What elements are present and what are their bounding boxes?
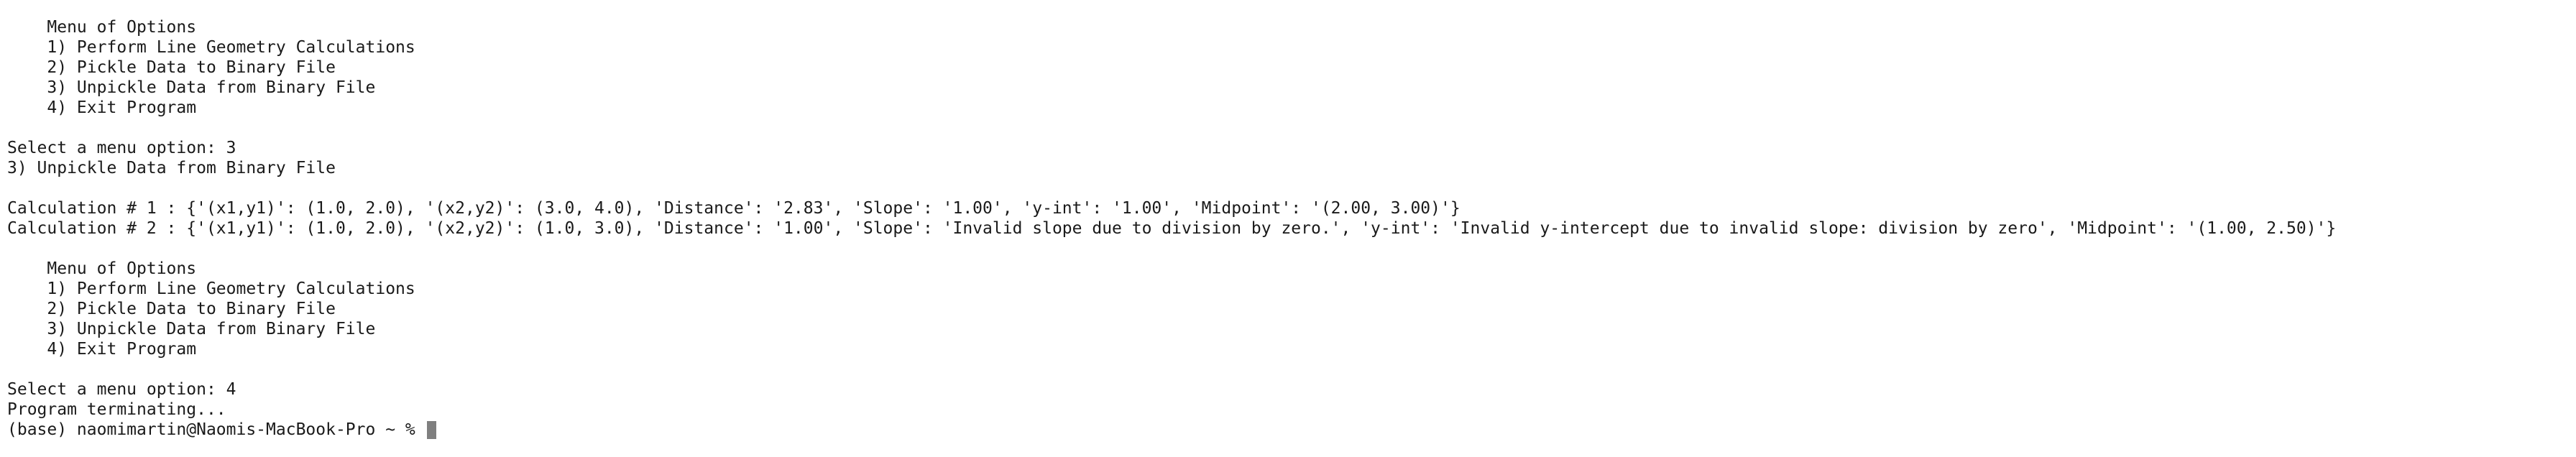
shell-prompt-line[interactable]: (base) naomimartin@Naomis-MacBook-Pro ~ …	[7, 420, 2576, 440]
blank-line	[7, 118, 2576, 138]
menu-title: Menu of Options	[7, 18, 197, 37]
calculation-output-1: Calculation # 1 : {'(x1,y1)': (1.0, 2.0)…	[7, 199, 1460, 218]
calculation-output-2: Calculation # 2 : {'(x1,y1)': (1.0, 2.0)…	[7, 219, 2337, 238]
menu-option-3: 3) Unpickle Data from Binary File	[7, 78, 376, 97]
blank-line	[7, 359, 2576, 379]
menu-option-1: 1) Perform Line Geometry Calculations	[7, 280, 415, 298]
menu-selection-input: Select a menu option: 4	[7, 380, 236, 399]
menu-title: Menu of Options	[7, 259, 197, 278]
shell-prompt: (base) naomimartin@Naomis-MacBook-Pro ~ …	[7, 420, 426, 439]
menu-option-1: 1) Perform Line Geometry Calculations	[7, 38, 415, 57]
text-cursor	[426, 420, 436, 439]
menu-selection-echo: 3) Unpickle Data from Binary File	[7, 159, 336, 177]
menu-selection-input: Select a menu option: 3	[7, 139, 236, 157]
program-terminating-message: Program terminating...	[7, 400, 226, 419]
blank-line	[7, 178, 2576, 198]
menu-option-2: 2) Pickle Data to Binary File	[7, 58, 336, 77]
blank-line	[7, 239, 2576, 259]
menu-option-2: 2) Pickle Data to Binary File	[7, 300, 336, 318]
menu-option-3: 3) Unpickle Data from Binary File	[7, 320, 376, 338]
menu-option-4: 4) Exit Program	[7, 98, 197, 117]
menu-option-4: 4) Exit Program	[7, 340, 197, 359]
